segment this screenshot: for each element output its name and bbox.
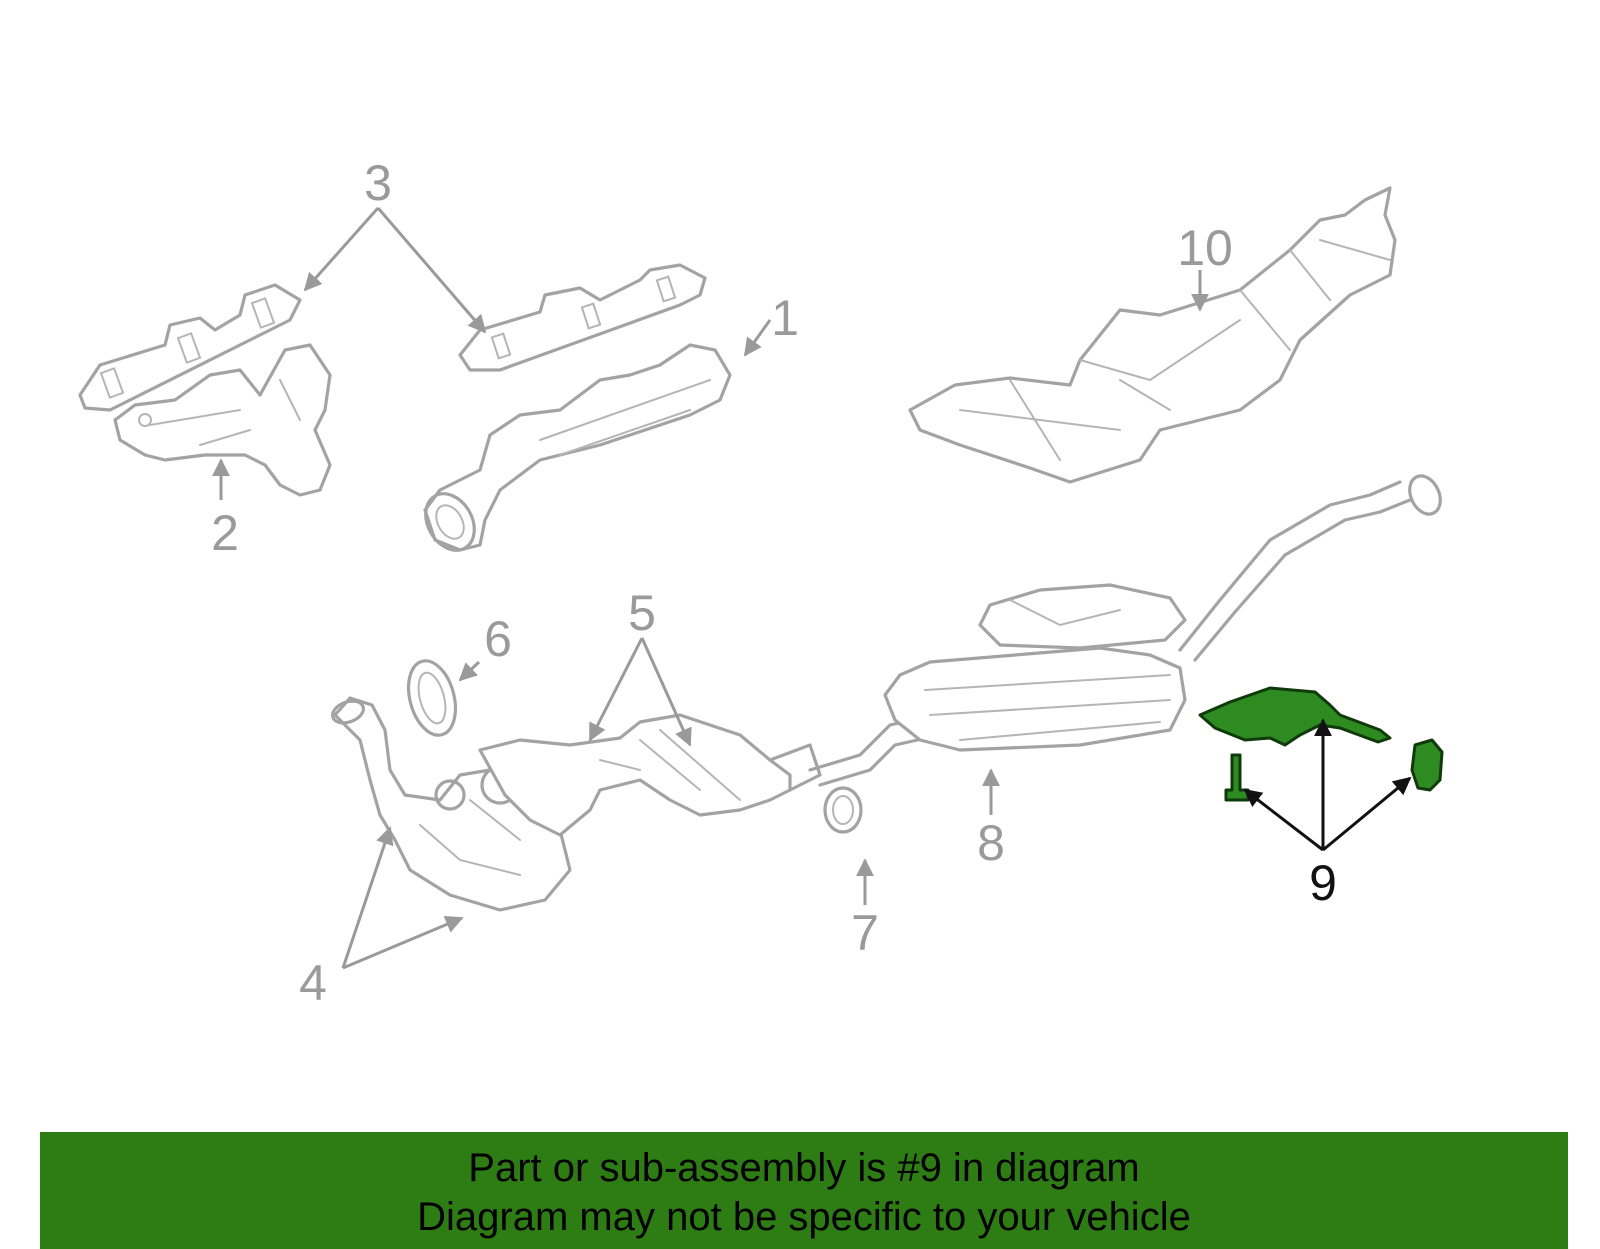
callout-5: 5 xyxy=(628,585,656,641)
gasket-ring-6 xyxy=(406,659,458,737)
callout-2: 2 xyxy=(211,505,239,561)
left-manifold-gasket xyxy=(78,283,302,412)
callout-8: 8 xyxy=(977,815,1005,871)
callout-10: 10 xyxy=(1177,220,1233,276)
leader-lines xyxy=(212,207,1412,970)
right-manifold-gasket xyxy=(458,263,707,372)
info-banner: Part or sub-assembly is #9 in diagram Di… xyxy=(40,1132,1568,1249)
callout-4: 4 xyxy=(299,955,327,1011)
callout-1: 1 xyxy=(771,290,799,346)
callout-9[interactable]: 9 xyxy=(1309,855,1337,911)
catalytic-converters xyxy=(478,713,822,837)
callout-7: 7 xyxy=(851,905,879,961)
banner-line-disclaimer: Diagram may not be specific to your vehi… xyxy=(417,1195,1191,1239)
muffler-assembly xyxy=(808,474,1442,787)
seal-ring-7 xyxy=(823,786,863,834)
callout-6: 6 xyxy=(484,611,512,667)
left-exhaust-manifold xyxy=(113,343,332,497)
hanger-bolt[interactable] xyxy=(1224,753,1250,802)
right-exhaust-manifold xyxy=(423,343,732,552)
heat-shield xyxy=(908,186,1397,484)
hanger-bracket[interactable] xyxy=(1198,686,1392,747)
banner-line-part: Part or sub-assembly is #9 in diagram xyxy=(468,1146,1140,1190)
callout-3: 3 xyxy=(364,155,392,211)
hanger-clip[interactable] xyxy=(1410,738,1444,792)
